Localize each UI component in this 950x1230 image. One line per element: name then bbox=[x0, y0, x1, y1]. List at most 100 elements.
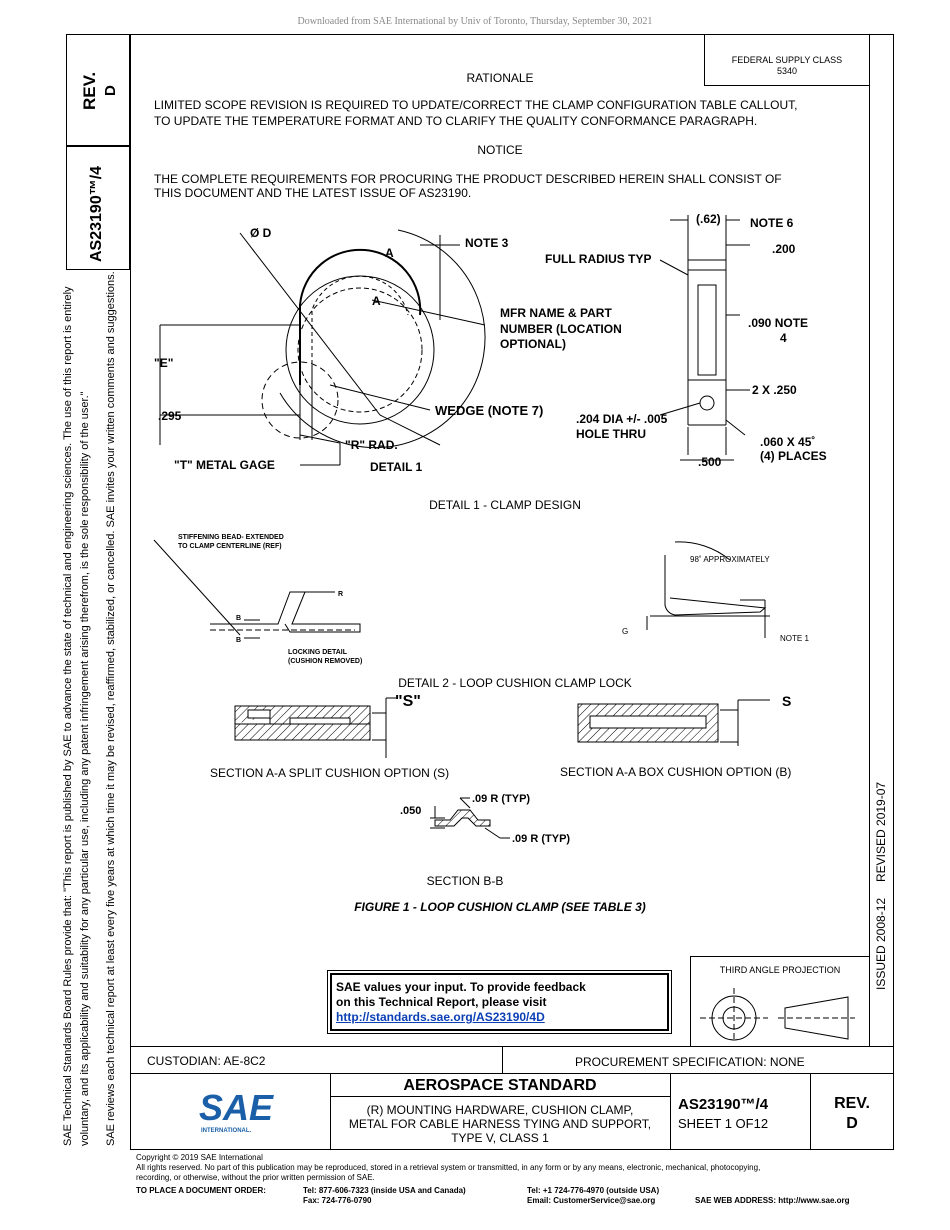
loop-outer-arc bbox=[279, 229, 486, 449]
left-rev-value: D bbox=[102, 85, 119, 96]
right-column-divider bbox=[869, 34, 870, 1046]
footer-fax: Fax: 724-776-0790 bbox=[303, 1196, 372, 1205]
download-note: Downloaded from SAE International by Uni… bbox=[297, 16, 653, 27]
dim-dia-d: Ø D bbox=[250, 226, 272, 240]
detail2-g: G bbox=[622, 627, 628, 636]
loop-cushion bbox=[297, 287, 423, 413]
sae-logo: SAE INTERNATIONAL. bbox=[199, 1087, 274, 1134]
dim-090-line-1: .090 NOTE bbox=[748, 316, 808, 330]
left-doc-number: AS23190™/4 bbox=[88, 165, 105, 262]
rationale-line-1: LIMITED SCOPE REVISION IS REQUIRED TO UP… bbox=[154, 98, 798, 112]
section-a-top: A bbox=[385, 246, 394, 260]
dim-2x250: 2 X .250 bbox=[752, 383, 797, 397]
left-docnum-box bbox=[66, 146, 130, 270]
box-cushion-void bbox=[589, 715, 707, 729]
titleblock-div-1 bbox=[330, 1073, 331, 1150]
feedback-box bbox=[327, 970, 672, 1034]
hole-line-2: HOLE THRU bbox=[576, 427, 646, 441]
dim-62: (.62) bbox=[696, 212, 721, 226]
mfr-line-2: NUMBER (LOCATION bbox=[500, 322, 622, 336]
notice-title: NOTICE bbox=[477, 143, 523, 157]
footer-copyright: Copyright © 2019 SAE International bbox=[136, 1153, 263, 1162]
detail2-caption: DETAIL 2 - LOOP CUSHION CLAMP LOCK bbox=[398, 676, 632, 690]
detail1-drawing: Ø D A A NOTE 3 MFR NAME & PART NUMBER (L… bbox=[154, 212, 827, 474]
box-cushion-caption: SECTION A-A BOX CUSHION OPTION (B) bbox=[560, 765, 792, 779]
full-radius-typ: FULL RADIUS TYP bbox=[545, 252, 651, 266]
revised-date: REVISED 2019-07 bbox=[874, 781, 888, 882]
review-note: SAE reviews each technical report at lea… bbox=[105, 271, 117, 1146]
titleblock-main bbox=[130, 1073, 894, 1150]
supply-class-label: FEDERAL SUPPLY CLASS bbox=[731, 55, 843, 65]
titleblock-standard-underline bbox=[330, 1096, 670, 1097]
sheet-number: SHEET 1 OF12 bbox=[678, 1116, 769, 1131]
detail2-note1: NOTE 1 bbox=[780, 634, 809, 643]
t-metal-gage: "T" METAL GAGE bbox=[174, 458, 275, 472]
feedback-line-1: SAE values your input. To provide feedba… bbox=[336, 980, 586, 994]
bb-radius-1: .09 R (TYP) bbox=[472, 793, 530, 805]
rules-line-2: voluntary, and its applicability and sui… bbox=[79, 391, 91, 1146]
mfr-line-1: MFR NAME & PART bbox=[500, 306, 612, 320]
r-rad: "R" RAD. bbox=[345, 438, 398, 452]
dim-060-line-1: .060 X 45˚ bbox=[760, 435, 815, 449]
mfr-line-3: OPTIONAL) bbox=[500, 337, 566, 351]
loop-inner bbox=[285, 275, 435, 425]
dim-090-line-2: 4 bbox=[780, 331, 787, 345]
feedback-line-2: on this Technical Report, please visit bbox=[336, 995, 547, 1009]
note-3: NOTE 3 bbox=[465, 236, 509, 250]
figure-caption: FIGURE 1 - LOOP CUSHION CLAMP (SEE TABLE… bbox=[354, 900, 646, 914]
locking-line-2: (CUSHION REMOVED) bbox=[288, 658, 362, 665]
titleblock-doc-number: AS23190™/4 bbox=[678, 1096, 769, 1113]
loop-strap bbox=[299, 248, 422, 385]
titleblock-rev-value: D bbox=[846, 1115, 858, 1132]
clamp-side-view bbox=[687, 259, 727, 381]
aerospace-standard: AEROSPACE STANDARD bbox=[403, 1077, 597, 1094]
desc-line-1: (R) MOUNTING HARDWARE, CUSHION CLAMP, bbox=[366, 1103, 634, 1117]
angle-clamp bbox=[664, 555, 767, 616]
footer-order-label: TO PLACE A DOCUMENT ORDER: bbox=[136, 1186, 266, 1195]
projection-symbol bbox=[700, 988, 855, 1042]
footer-rights-2: recording, or otherwise, without the pri… bbox=[136, 1173, 375, 1182]
hole-line-1: .204 DIA +/- .005 bbox=[576, 412, 668, 426]
detail2-r: R bbox=[338, 591, 343, 598]
feedback-link[interactable]: http://standards.sae.org/AS23190/4D bbox=[336, 1010, 545, 1024]
split-cushion-caption: SECTION A-A SPLIT CUSHION OPTION (S) bbox=[210, 766, 450, 780]
procurement: PROCUREMENT SPECIFICATION: NONE bbox=[575, 1055, 805, 1069]
section-bb-caption: SECTION B-B bbox=[426, 874, 504, 888]
detail2-drawing: STIFFENING BEAD- EXTENDED TO CLAMP CENTE… bbox=[153, 534, 809, 665]
titleblock-custodian-divider bbox=[502, 1046, 503, 1074]
sae-logo-sub: INTERNATIONAL. bbox=[201, 1128, 252, 1134]
feedback-box-inner bbox=[330, 973, 669, 1031]
s-split-label: "S" bbox=[395, 693, 421, 710]
left-rev-box bbox=[66, 34, 130, 146]
dim-200: .200 bbox=[772, 242, 796, 256]
locking-strap bbox=[210, 591, 361, 633]
approx-angle: 98˚ APPROXIMATELY bbox=[690, 555, 770, 564]
left-rev-label: REV. bbox=[80, 71, 99, 110]
supply-class-value: 5340 bbox=[776, 66, 798, 76]
dim-060-line-2: (4) PLACES bbox=[760, 449, 827, 463]
titleblock-div-2 bbox=[670, 1073, 671, 1150]
bb-profile bbox=[434, 809, 491, 827]
footer-rights-1: All rights reserved. No part of this pub… bbox=[136, 1163, 761, 1172]
detail2-b2: B bbox=[236, 637, 241, 644]
locking-line-1: LOCKING DETAIL bbox=[288, 649, 348, 656]
titleblock-rev-label: REV. bbox=[834, 1095, 870, 1112]
dim-500: .500 bbox=[698, 455, 722, 469]
projection-label: THIRD ANGLE PROJECTION bbox=[719, 965, 841, 975]
bead-line-1: STIFFENING BEAD- EXTENDED bbox=[178, 534, 284, 541]
footer-email: Email: CustomerService@sae.org bbox=[527, 1196, 656, 1205]
rules-line-1: SAE Technical Standards Board Rules prov… bbox=[62, 286, 74, 1146]
footer-tel-usa: Tel: 877-606-7323 (inside USA and Canada… bbox=[303, 1186, 466, 1195]
wedge-note: WEDGE (NOTE 7) bbox=[435, 403, 543, 418]
section-a-mid: A bbox=[372, 294, 381, 308]
dim-e: "E" bbox=[154, 356, 173, 370]
desc-line-2: METAL FOR CABLE HARNESS TYING AND SUPPOR… bbox=[348, 1117, 652, 1131]
rationale-line-2: TO UPDATE THE TEMPERATURE FORMAT AND TO … bbox=[154, 114, 758, 128]
bead-line-2: TO CLAMP CENTERLINE (REF) bbox=[178, 543, 282, 550]
note-6: NOTE 6 bbox=[750, 216, 794, 230]
rationale-title: RATIONALE bbox=[466, 71, 534, 85]
titleblock-div-3 bbox=[810, 1073, 811, 1150]
custodian: CUSTODIAN: AE-8C2 bbox=[147, 1054, 266, 1068]
supply-class-box bbox=[704, 34, 870, 86]
bb-radius-2: .09 R (TYP) bbox=[512, 833, 570, 845]
